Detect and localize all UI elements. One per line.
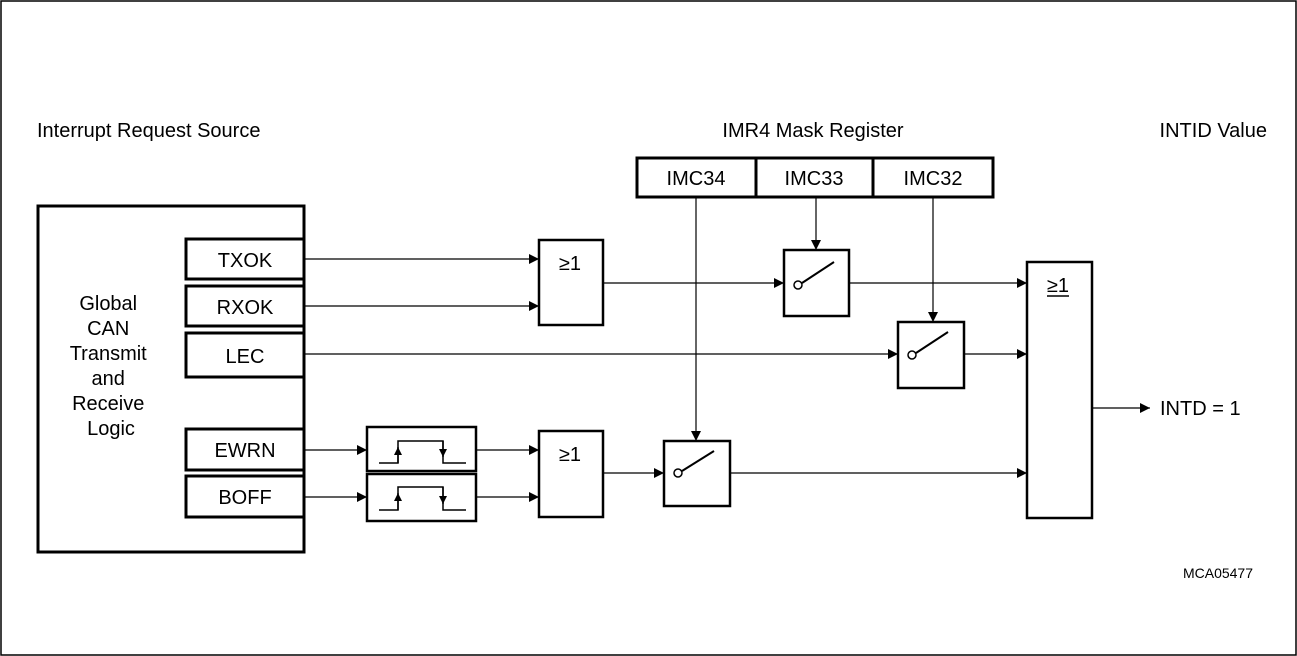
mask-bit-imc32-label: IMC32 — [904, 168, 963, 190]
signal-txok: TXOK — [184, 237, 306, 281]
edge-detector-boff — [365, 472, 478, 523]
connections — [304, 197, 1150, 502]
heading-source: Interrupt Request Source — [37, 120, 260, 142]
or-gate-final: ≥1 — [1025, 260, 1094, 520]
mask-bit-imc32: IMC32 — [871, 156, 995, 199]
edge-detector-ewrn — [365, 425, 478, 473]
mask-bit-imc33: IMC33 — [754, 156, 875, 199]
figure-id: MCA05477 — [1183, 565, 1253, 581]
signal-ewrn-label: EWRN — [214, 440, 275, 462]
logic-block-label: Global CAN Transmit and Receive Logic — [70, 293, 153, 440]
signal-rxok-label: RXOK — [217, 297, 274, 319]
mask-bit-imc34-label: IMC34 — [667, 168, 726, 190]
or-gate-bottom-label: ≥1 — [559, 444, 581, 466]
heading-mask-register: IMR4 Mask Register — [722, 120, 903, 142]
signal-rxok: RXOK — [184, 284, 306, 328]
heading-intid: INTID Value — [1160, 120, 1267, 142]
signal-lec-label: LEC — [226, 346, 265, 368]
switch-imc33 — [782, 248, 851, 318]
or-gate-top: ≥1 — [537, 238, 605, 327]
output-label: INTD = 1 — [1160, 398, 1241, 420]
switch-imc34 — [662, 439, 732, 508]
mask-bit-imc33-label: IMC33 — [785, 168, 844, 190]
or-gate-top-label: ≥1 — [559, 253, 581, 275]
signal-boff-label: BOFF — [218, 487, 271, 509]
signal-ewrn: EWRN — [184, 427, 306, 472]
or-gate-bottom: ≥1 — [537, 429, 605, 519]
signal-txok-label: TXOK — [218, 250, 273, 272]
signal-boff: BOFF — [184, 474, 306, 519]
or-gate-final-label: ≥1 — [1047, 275, 1069, 297]
mask-bit-imc34: IMC34 — [635, 156, 758, 199]
signal-lec: LEC — [184, 331, 306, 379]
switch-imc32 — [896, 320, 966, 390]
